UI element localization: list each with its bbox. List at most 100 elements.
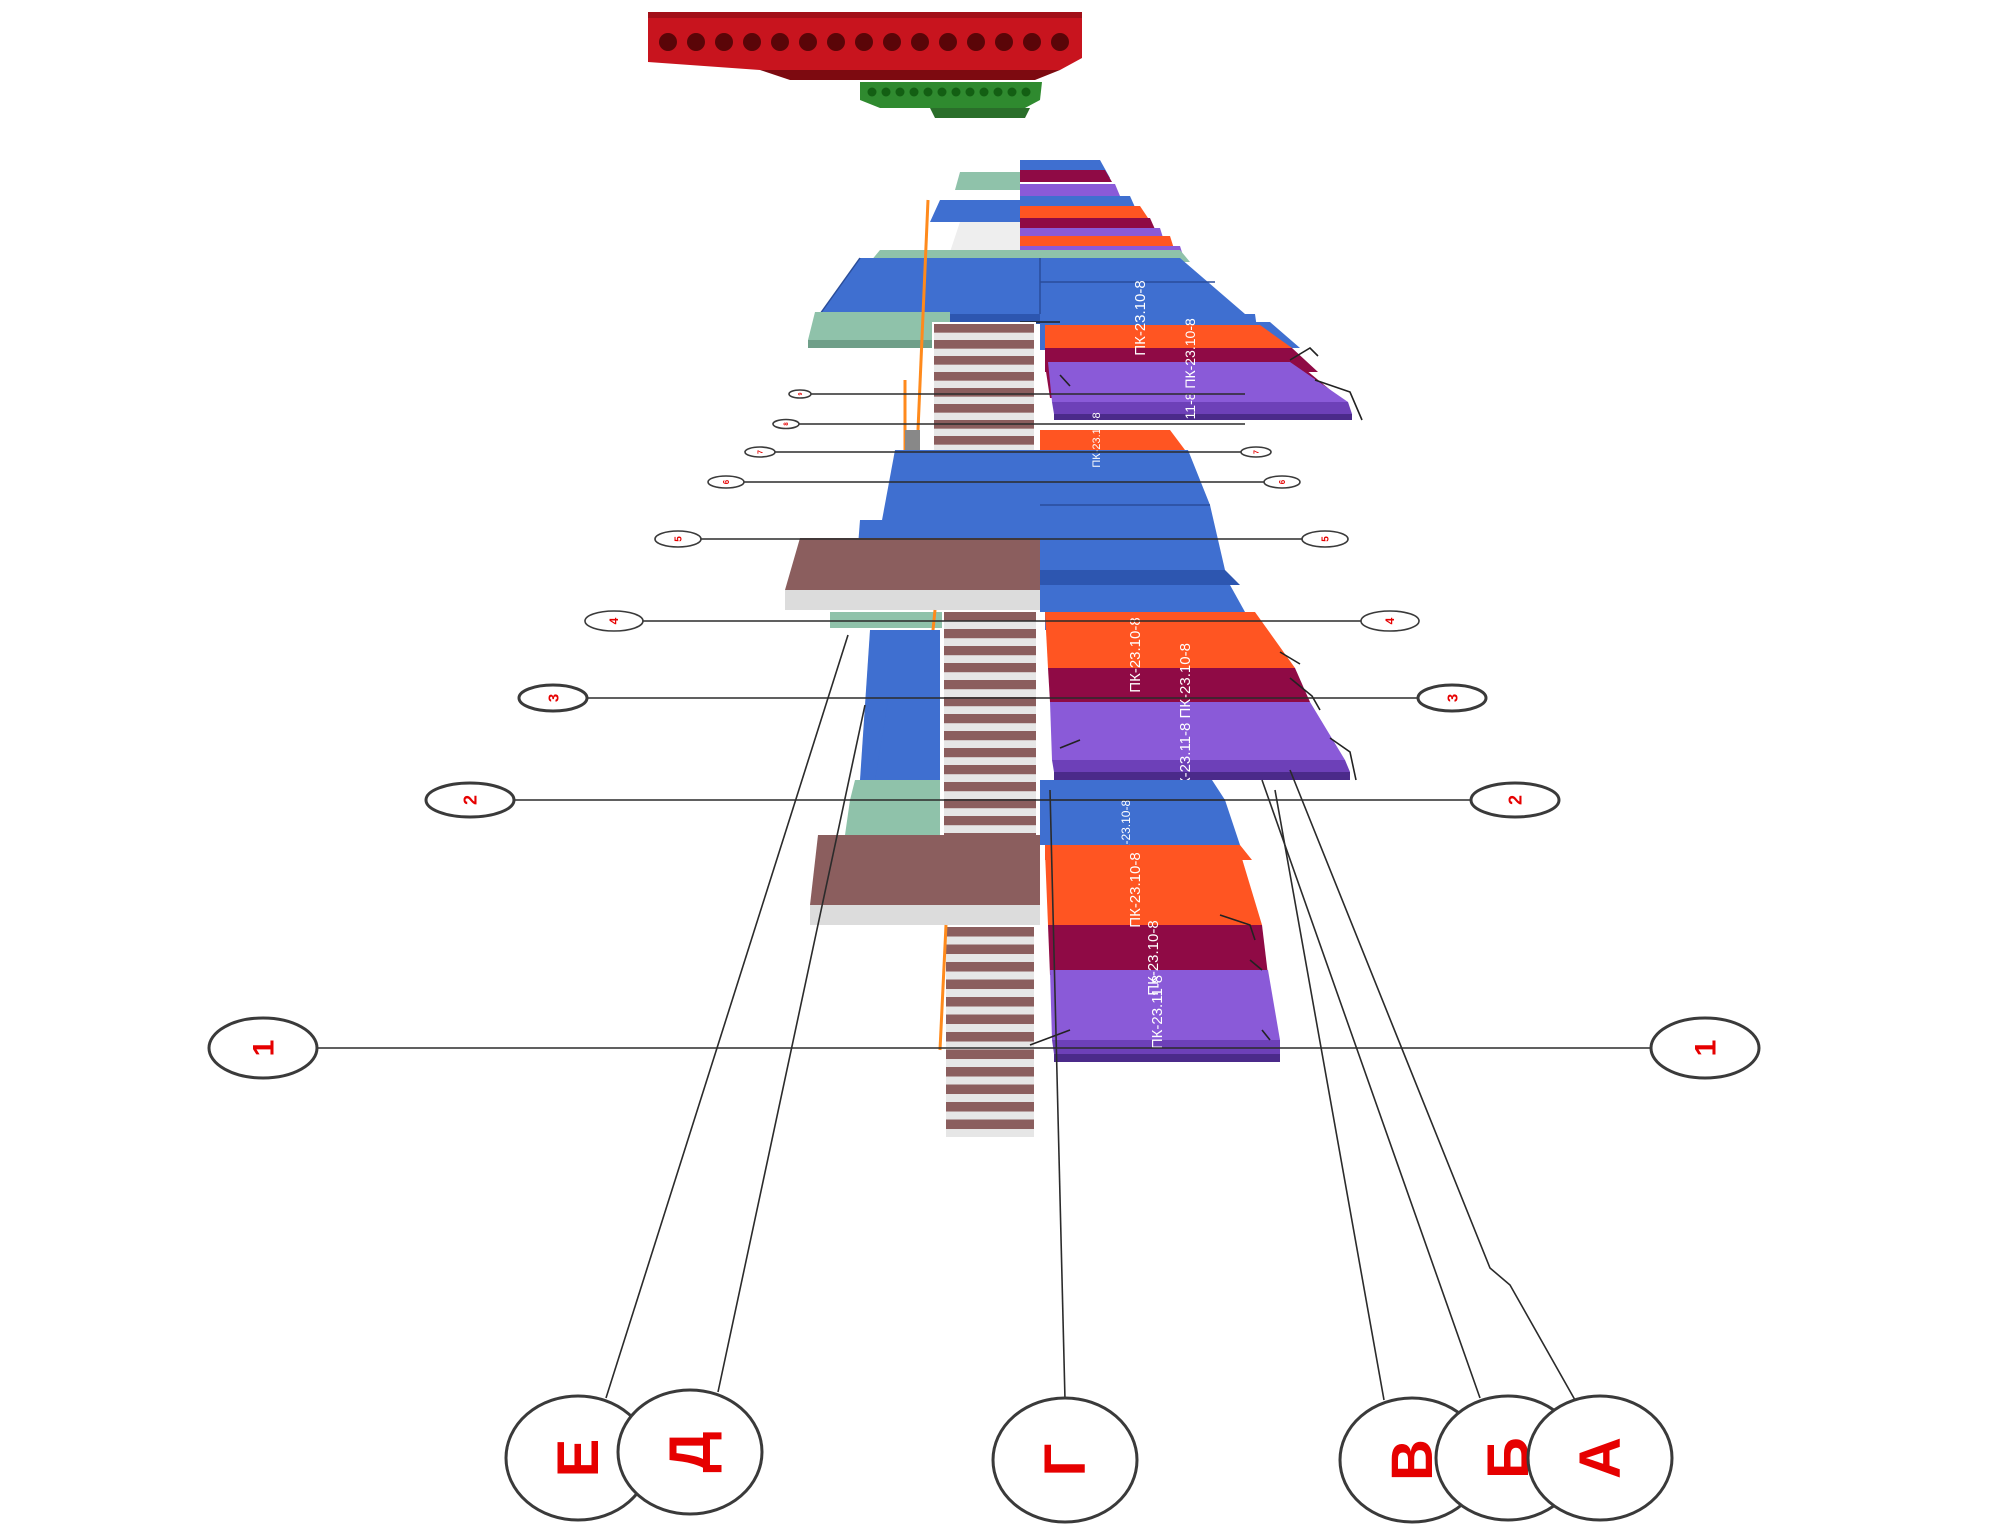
axis-bubble-label: 5 xyxy=(1321,536,1332,542)
stair-tread-riser xyxy=(944,638,1036,646)
stair-tread-riser xyxy=(934,364,1034,372)
axis-bubble-label: В xyxy=(1380,1439,1445,1481)
stair-tread xyxy=(944,680,1036,690)
svg-text:ПК-23.10-8: ПК-23.10-8 xyxy=(1119,800,1133,861)
floor-upper-colored-block: ПК-23.10-8 ПК-23.11-8 ПК-23.10-8 xyxy=(1020,280,1363,462)
stair-tread-riser xyxy=(944,706,1036,714)
stair-tread xyxy=(944,663,1036,673)
axis-bubble-5 xyxy=(654,530,702,548)
stair-tread xyxy=(946,1084,1034,1095)
stair-tread-riser xyxy=(944,774,1036,782)
axis-bubble-label: 7 xyxy=(757,450,764,454)
stair-tread-riser xyxy=(944,808,1036,816)
stair-tread-riser xyxy=(934,380,1034,388)
stair-tread xyxy=(934,340,1034,349)
stair-tread xyxy=(944,782,1036,792)
svg-text:ПК-23.10-8: ПК-23.10-8 xyxy=(1127,617,1144,692)
stair-tread xyxy=(946,997,1034,1007)
axis-bubble-4 xyxy=(1360,610,1420,632)
stair-tread-riser xyxy=(946,1129,1034,1137)
stair-tread-riser xyxy=(946,954,1034,962)
axis-bubble-label: Д xyxy=(658,1431,723,1472)
axis-bubble-label: 4 xyxy=(607,617,621,624)
axis-bubble-label: 6 xyxy=(1278,479,1287,484)
stair-tread-riser xyxy=(934,412,1034,420)
floor-lower-colored-block: ПК-23.10-8 ПК-23.10-8 ПК-23.11-8 xyxy=(1029,845,1280,1062)
axis-bubble-6 xyxy=(1263,475,1301,489)
stair-tread xyxy=(934,356,1034,365)
svg-text:ПК-23.11-8: ПК-23.11-8 xyxy=(1149,975,1166,1049)
axis-bubble-label: Е xyxy=(546,1439,611,1478)
stair-tread xyxy=(946,1014,1034,1025)
axis-bubble-7 xyxy=(1240,446,1272,458)
floor-lower-slabs: ПК-23.10-8 xyxy=(1040,780,1240,860)
stair-tread-riser xyxy=(946,1094,1034,1102)
stair-tread xyxy=(946,1049,1034,1060)
axis-bubble-1 xyxy=(207,1016,319,1080)
stair-tread xyxy=(946,927,1034,937)
stair-tread-riser xyxy=(946,1041,1034,1050)
axis-bubble-2 xyxy=(424,781,516,819)
stair-tread-riser xyxy=(944,672,1036,680)
stair-tread-riser xyxy=(934,444,1034,452)
stair-tread xyxy=(934,372,1034,381)
stair-tread xyxy=(946,962,1034,972)
stair-tread xyxy=(944,697,1036,707)
axis-bubble-label: А xyxy=(1568,1437,1633,1479)
axis-bubble-label: 6 xyxy=(722,479,731,484)
stair-tread xyxy=(946,944,1034,955)
stair-tread-riser xyxy=(946,936,1034,945)
stair-tread-riser xyxy=(946,1076,1034,1085)
axis-bubble-label: 1 xyxy=(248,1040,281,1057)
axis-bubble-Д xyxy=(616,1388,764,1516)
axis-bubble-label: 2 xyxy=(1505,795,1525,805)
stair-tread xyxy=(946,979,1034,990)
stair-tread-riser xyxy=(944,757,1036,765)
stair-tread-riser xyxy=(944,825,1036,833)
axis-line-Д xyxy=(717,704,866,1393)
stair-tread xyxy=(944,799,1036,809)
stair-tread-riser xyxy=(934,396,1034,404)
axis-bubble-label: 9 xyxy=(798,392,804,395)
axis-bubble-label: 1 xyxy=(1690,1040,1723,1057)
stair-lower xyxy=(938,924,1036,1137)
stair-tread xyxy=(944,748,1036,758)
stair-tread xyxy=(944,612,1036,622)
stair-middle xyxy=(915,609,1038,850)
stair-tread xyxy=(944,731,1036,741)
axis-bubble-4 xyxy=(584,610,644,632)
floor-middle-colored-block: ПК-23.10-8 ПК-23.11-8 ПК-23.10-8 xyxy=(1045,612,1357,797)
axis-line-А xyxy=(1289,769,1576,1401)
svg-text:ПК-23.10-8: ПК-23.10-8 xyxy=(1145,920,1162,995)
stair-tread-riser xyxy=(944,655,1036,663)
stair-tread-riser xyxy=(944,723,1036,731)
stair-tread xyxy=(934,388,1034,397)
axis-bubble-1 xyxy=(1649,1016,1761,1080)
axis-line-Б xyxy=(1261,779,1481,1399)
svg-text:ПК-23.10-8: ПК-23.10-8 xyxy=(1091,412,1103,467)
stair-tread xyxy=(946,1032,1034,1042)
distant-floor-stack xyxy=(930,160,1185,262)
stair-tread xyxy=(934,324,1034,333)
hollow-core-slab-green xyxy=(860,82,1042,118)
stair-tread-riser xyxy=(944,621,1036,629)
stair-tread xyxy=(944,816,1036,826)
landing-middle xyxy=(785,538,1040,628)
stair-tread xyxy=(944,629,1036,639)
axis-bubble-5 xyxy=(1301,530,1349,548)
svg-text:ПК-23.10-8: ПК-23.10-8 xyxy=(1132,280,1149,355)
axis-bubble-label: 4 xyxy=(1383,617,1397,624)
stair-tread-riser xyxy=(944,791,1036,799)
stair-tread-riser xyxy=(944,689,1036,697)
axis-bubble-6 xyxy=(707,475,745,489)
axis-bubble-label: 3 xyxy=(1444,694,1461,702)
axis-bubble-А xyxy=(1526,1394,1674,1522)
stair-tread-riser xyxy=(946,1024,1034,1032)
stair-tread-riser xyxy=(944,740,1036,748)
stair-tread-riser xyxy=(946,1111,1034,1120)
stair-tread xyxy=(944,765,1036,775)
grid-axis-lines xyxy=(317,393,1651,1401)
stair-tread-riser xyxy=(946,971,1034,980)
